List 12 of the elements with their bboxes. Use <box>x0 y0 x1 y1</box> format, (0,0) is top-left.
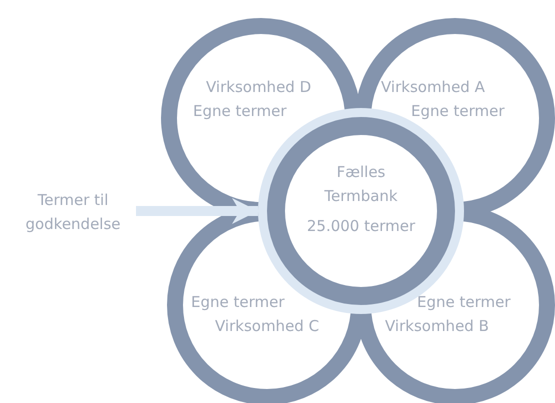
petal-label: Virksomhed A <box>381 78 485 96</box>
petal-label: Egne termer <box>411 102 505 120</box>
hub-label: 25.000 termer <box>306 216 416 237</box>
petal-label: Egne termer <box>417 293 511 311</box>
petal-label: Virksomhed D <box>206 78 312 96</box>
input-label: Termer til godkendelse <box>24 190 122 235</box>
hub-label: Fælles Termbank <box>323 162 399 207</box>
petal-label: Virksomhed C <box>215 317 320 335</box>
petal-label: Egne termer <box>191 293 285 311</box>
arrow <box>136 198 258 224</box>
petal-label: Egne termer <box>193 102 287 120</box>
petal-label: Virksomhed B <box>385 317 489 335</box>
